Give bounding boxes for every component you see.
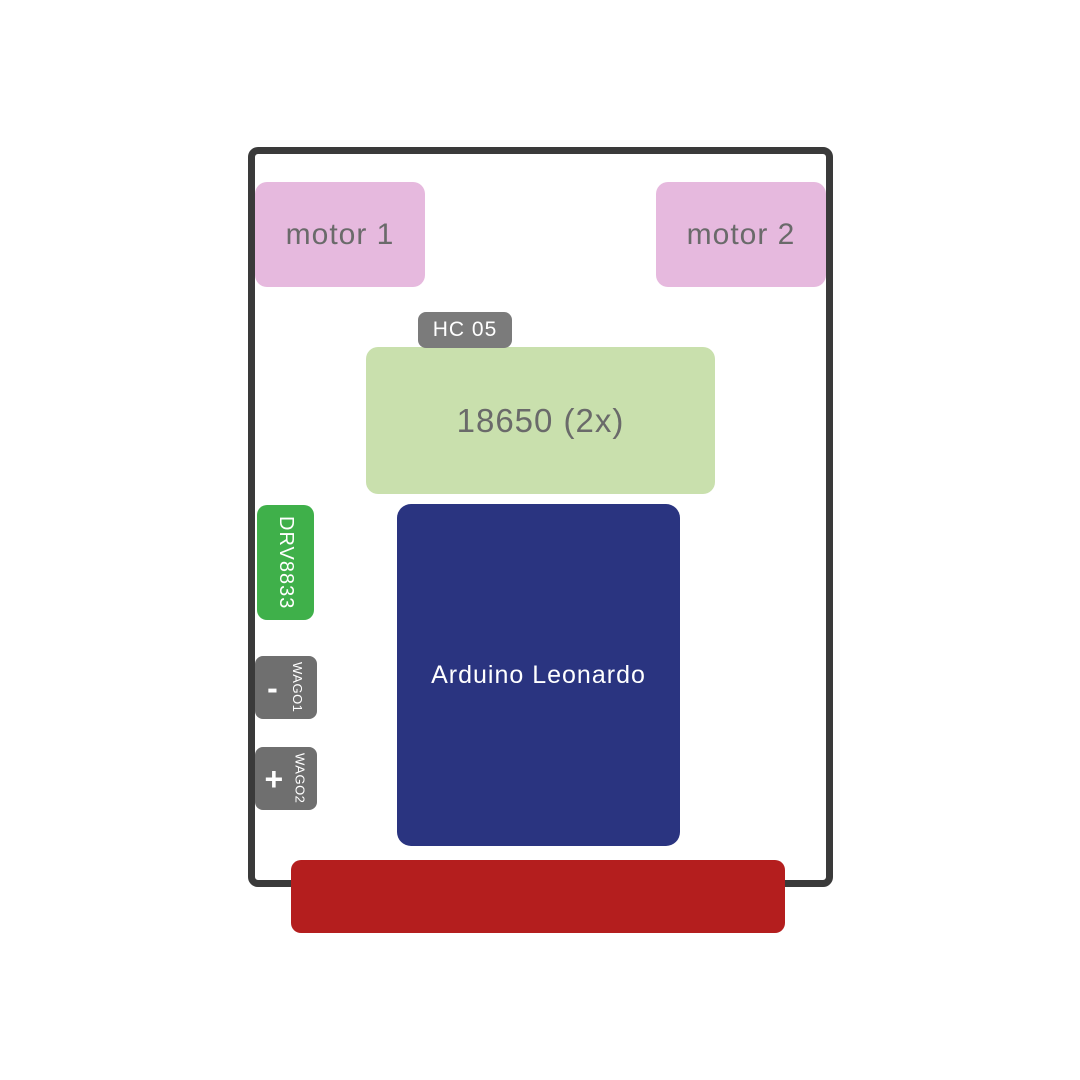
motor-1-block: motor 1 bbox=[255, 182, 425, 287]
wago1-minus-sign: - bbox=[267, 669, 278, 706]
hc05-block: HC 05 bbox=[418, 312, 512, 348]
motor-2-label: motor 2 bbox=[686, 217, 796, 251]
motor-1-label: motor 1 bbox=[285, 217, 395, 251]
wago2-block: + WAGO2 bbox=[255, 747, 317, 810]
wago2-plus-sign: + bbox=[264, 760, 284, 797]
wago2-label: WAGO2 bbox=[292, 753, 308, 804]
arduino-label: Arduino Leonardo bbox=[431, 660, 646, 689]
motor-2-block: motor 2 bbox=[656, 182, 826, 287]
wago1-block: - WAGO1 bbox=[255, 656, 317, 719]
wago1-label: WAGO1 bbox=[289, 662, 305, 713]
drv8833-label: DRV8833 bbox=[275, 515, 297, 610]
arduino-leonardo-block: Arduino Leonardo bbox=[397, 504, 680, 846]
drv8833-block: DRV8833 bbox=[257, 505, 314, 620]
battery-18650-block: 18650 (2x) bbox=[366, 347, 715, 494]
battery-label: 18650 (2x) bbox=[456, 401, 625, 439]
bumper-bar bbox=[291, 860, 785, 933]
hc05-label: HC 05 bbox=[432, 318, 498, 341]
